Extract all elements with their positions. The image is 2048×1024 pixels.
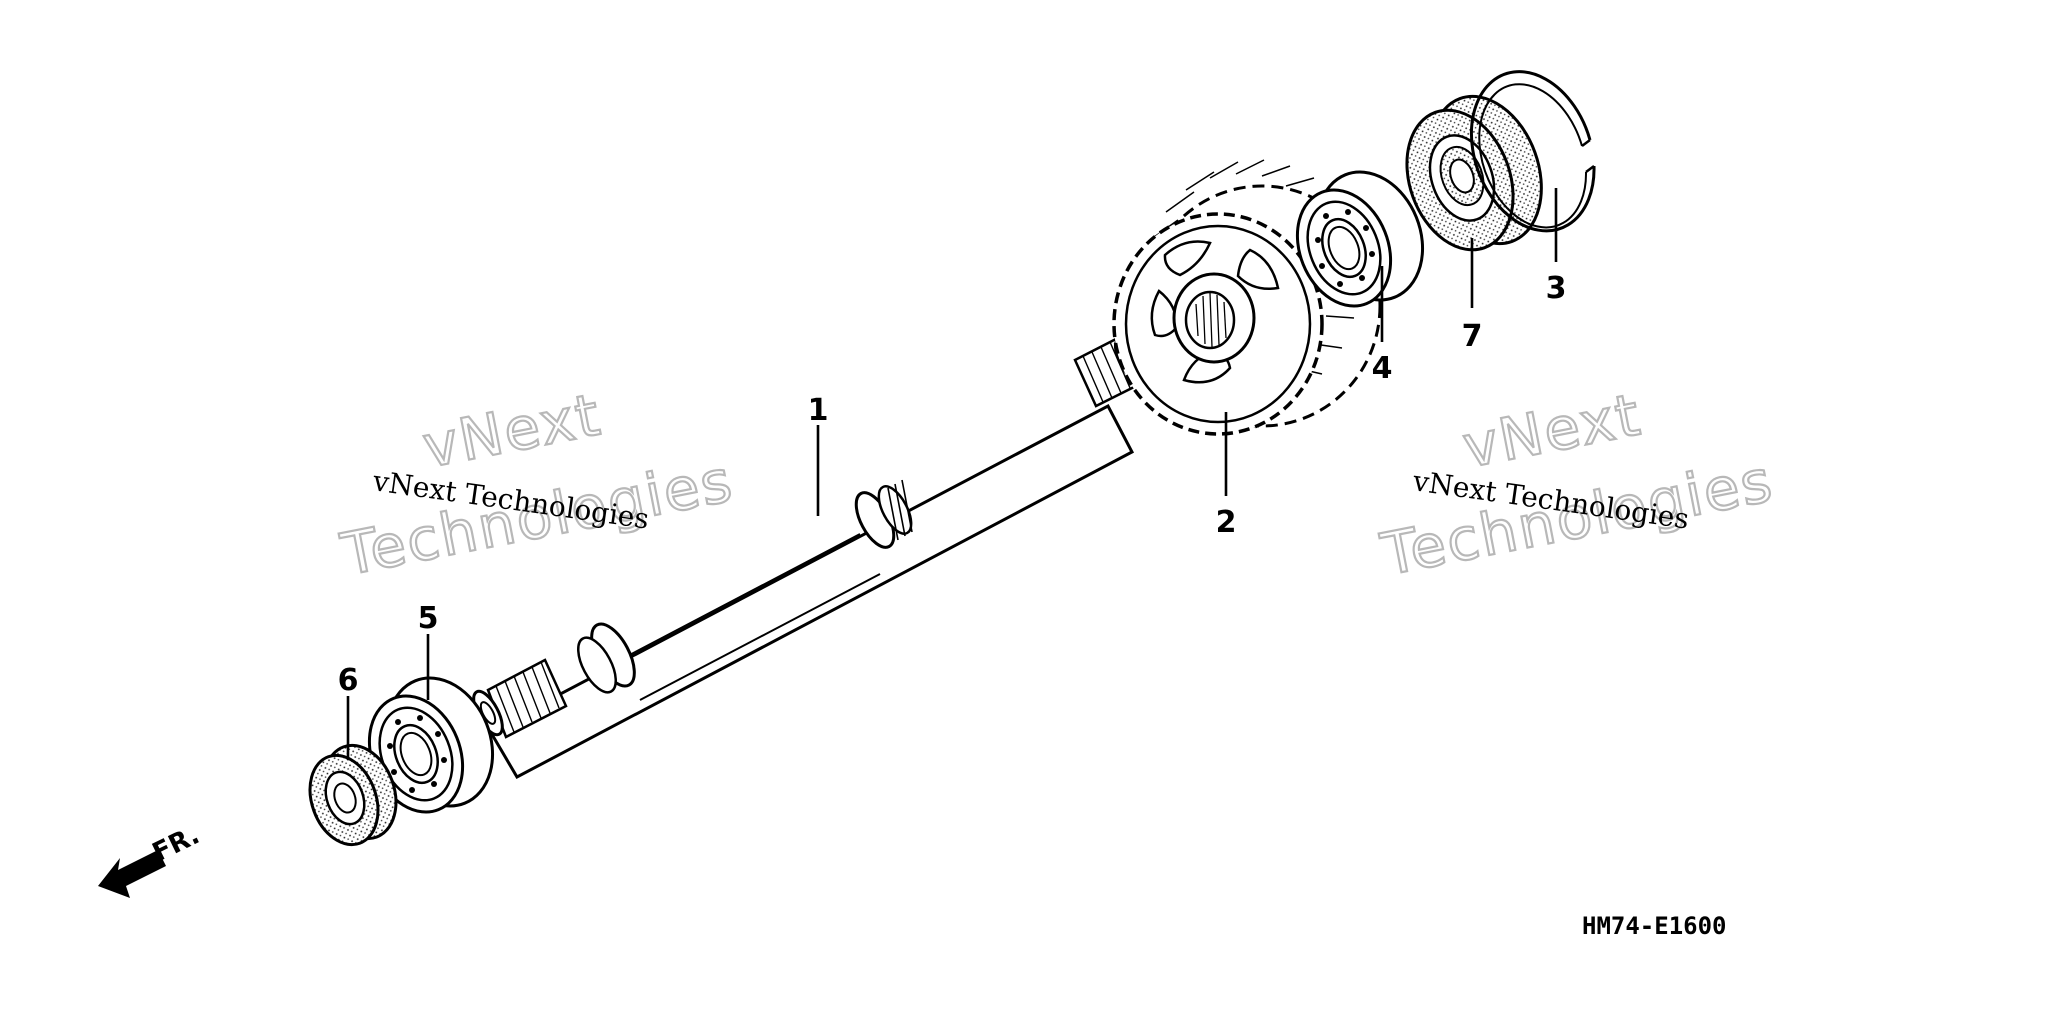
oil-seal-lower-part xyxy=(308,743,398,847)
diagram-code: HM74-E1600 xyxy=(1582,912,1727,940)
watermark-big-vnext-right: vNext xyxy=(1458,380,1647,481)
watermark-big-vnext-left: vNext xyxy=(418,380,607,481)
bearing-upper-part xyxy=(1295,170,1425,308)
callout-3: 3 xyxy=(1546,271,1567,306)
front-arrow-icon xyxy=(98,850,166,898)
shaft-part xyxy=(472,336,1145,779)
callout-5: 5 xyxy=(418,601,439,636)
callout-7: 7 xyxy=(1462,319,1483,354)
oil-seal-upper-part xyxy=(1405,94,1543,252)
callout-6: 6 xyxy=(338,663,359,698)
callout-4: 4 xyxy=(1372,351,1393,386)
circlip-part xyxy=(1469,70,1596,233)
callout-2: 2 xyxy=(1216,505,1237,540)
callout-1: 1 xyxy=(808,393,829,428)
